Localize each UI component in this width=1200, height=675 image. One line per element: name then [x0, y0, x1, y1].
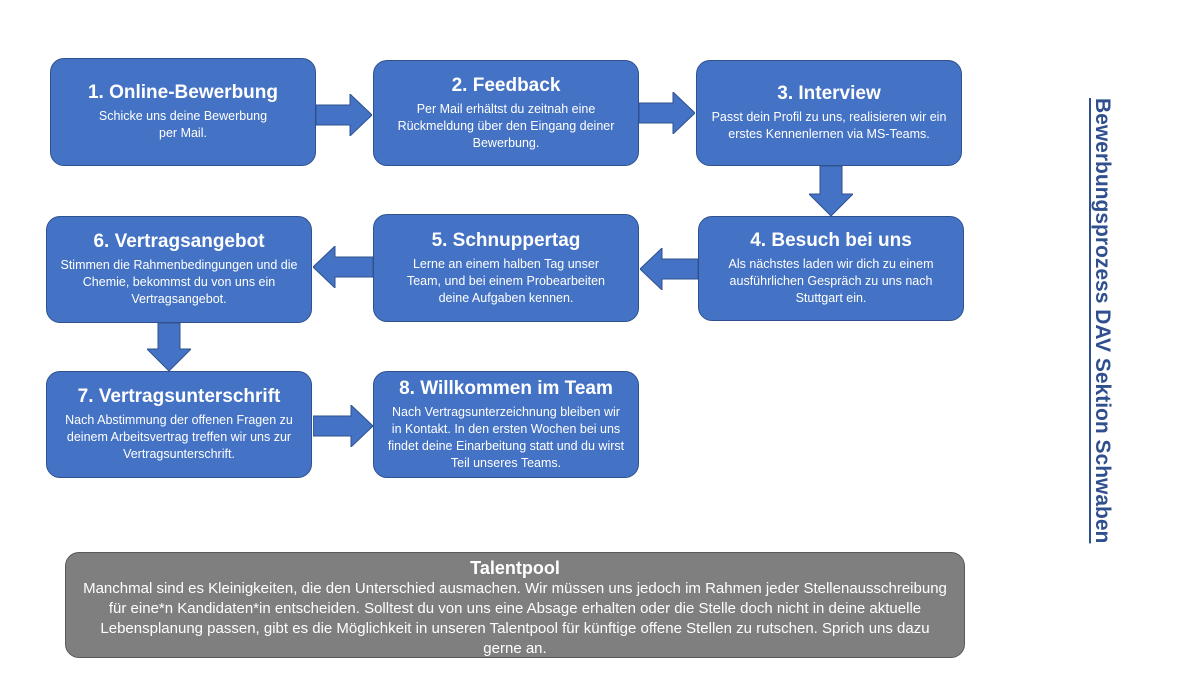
arrow-3-to-4 — [809, 166, 853, 216]
step-3-text: Passt dein Profil zu uns, realisieren wi… — [711, 110, 947, 141]
talentpool-box: Talentpool Manchmal sind es Kleinigkeite… — [65, 552, 965, 658]
step-2-box: 2. Feedback Per Mail erhältst du zeitnah… — [373, 60, 639, 166]
step-1-title: 1. Online-Bewerbung — [87, 82, 279, 103]
talentpool-text: Manchmal sind es Kleinigkeiten, die den … — [83, 580, 947, 657]
arrow-6-to-7 — [147, 323, 191, 371]
step-8-text: Nach Vertragsunterzeichnung bleiben wir … — [387, 404, 625, 470]
step-2-title: 2. Feedback — [451, 74, 561, 96]
step-3-title: 3. Interview — [777, 83, 881, 104]
step-6-title: 6. Vertragsangebot — [93, 231, 265, 252]
side-title: Bewerbungsprozess DAV Sektion Schwaben — [1091, 98, 1114, 544]
step-7-title: 7. Vertragsunterschrift — [77, 386, 281, 407]
step-1-text: Schicke uns deine Bewerbung per Mail. — [98, 109, 268, 140]
arrow-7-to-8 — [313, 405, 373, 447]
step-3-box: 3. Interview Passt dein Profil zu uns, r… — [696, 60, 962, 166]
step-1-box: 1. Online-Bewerbung Schicke uns deine Be… — [50, 58, 316, 166]
step-5-title: 5. Schnuppertag — [431, 229, 581, 251]
step-4-title: 4. Besuch bei uns — [750, 230, 912, 251]
step-2-text: Per Mail erhältst du zeitnah eine Rückme… — [397, 101, 615, 150]
step-8-box: 8. Willkommen im Team Nach Vertragsunter… — [373, 371, 639, 478]
arrow-5-to-6 — [313, 246, 373, 288]
arrow-1-to-2 — [316, 94, 372, 136]
step-4-text: Als nächstes laden wir dich zu einem aus… — [728, 257, 934, 305]
step-6-text: Stimmen die Rahmenbedingungen und die Ch… — [60, 258, 298, 306]
talentpool-title: Talentpool — [470, 558, 560, 578]
step-5-text: Lerne an einem halben Tag unser Team, un… — [406, 256, 606, 305]
arrow-4-to-5 — [640, 248, 698, 290]
step-5-box: 5. Schnuppertag Lerne an einem halben Ta… — [373, 214, 639, 322]
side-title-container: Bewerbungsprozess DAV Sektion Schwaben — [1090, 98, 1114, 550]
step-7-box: 7. Vertragsunterschrift Nach Abstimmung … — [46, 371, 312, 478]
step-6-box: 6. Vertragsangebot Stimmen die Rahmenbed… — [46, 216, 312, 323]
arrow-2-to-3 — [639, 92, 695, 134]
step-8-title: 8. Willkommen im Team — [399, 377, 613, 399]
step-4-box: 4. Besuch bei uns Als nächstes laden wir… — [698, 216, 964, 321]
step-7-text: Nach Abstimmung der offenen Fragen zu de… — [65, 413, 293, 461]
